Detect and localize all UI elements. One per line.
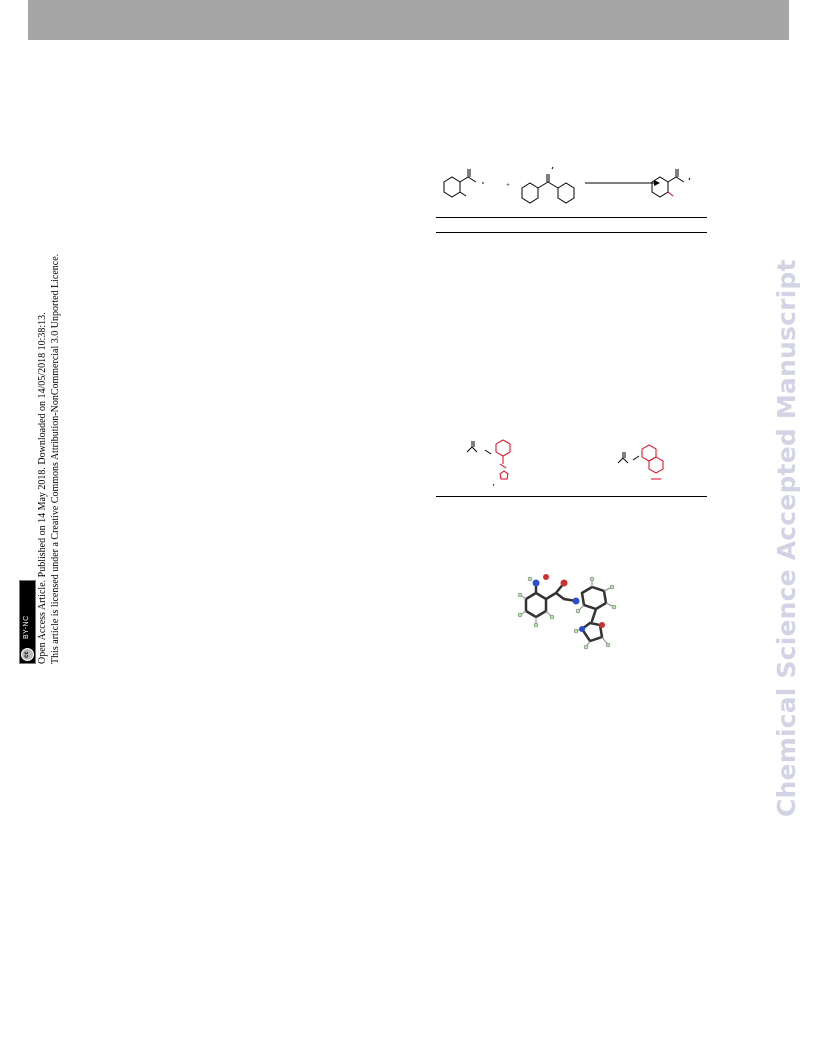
table-bottom-rule: [436, 496, 707, 497]
open-access-notice: Open Access Article. Published on 14 May…: [37, 254, 62, 664]
left-product-red-ring: [495, 439, 511, 457]
product-benzene-ring: [651, 176, 669, 198]
left-product-oxazoline: [499, 470, 509, 480]
table-header-rule: [436, 232, 707, 233]
cc-license-label: BY-NC: [23, 615, 30, 639]
cc-icon: cc: [21, 648, 34, 661]
reagent-phenyl-ring-right: [557, 182, 575, 204]
crystal-structure-image: [517, 574, 617, 650]
crystal-benzene-ring-right: [580, 585, 608, 611]
reaction-scheme: +: [443, 166, 691, 204]
accepted-manuscript-watermark: Chemical Science Accepted Manuscript: [772, 259, 801, 817]
crystal-benzene-ring-left: [524, 591, 548, 619]
right-product-red-ring-bottom: [648, 456, 664, 474]
header-bar: [28, 0, 789, 40]
arrow-head: [654, 180, 660, 186]
product-structures: [466, 439, 664, 487]
cc-license-badge[interactable]: cc BY-NC: [19, 580, 36, 664]
table-top-rule: [436, 217, 707, 218]
crystal-oxazoline-ring: [580, 621, 604, 643]
license-line[interactable]: This article is licensed under a Creativ…: [49, 253, 61, 664]
open-access-line: Open Access Article. Published on 14 May…: [37, 312, 48, 664]
plus-sign: +: [506, 181, 510, 189]
reactant-benzene-ring: [443, 176, 461, 198]
product-red-bond: [667, 191, 674, 197]
reagent-phenyl-ring-left: [521, 182, 539, 204]
